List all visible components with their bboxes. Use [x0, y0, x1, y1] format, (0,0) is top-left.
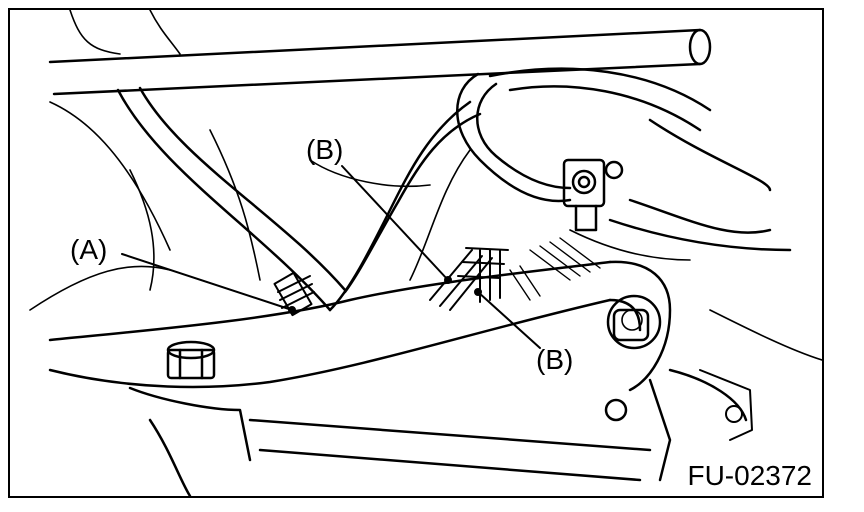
- frame-member: [48, 260, 748, 496]
- hose-clamp-a: [273, 271, 315, 317]
- pivot-bolt: [604, 294, 662, 422]
- top-pipe: [48, 28, 712, 96]
- side-bracket: [699, 369, 753, 441]
- fuel-hose: [116, 86, 482, 312]
- technical-illustration: (A) (B) (B) FU-02372: [8, 8, 824, 498]
- callout-b-lower: (B): [536, 344, 574, 375]
- figure-id: FU-02372: [685, 460, 814, 491]
- pipe-clamp: [562, 158, 624, 232]
- callout-b-upper: (B): [306, 134, 344, 165]
- shading-lines: [509, 237, 601, 301]
- line-drawing: [29, 10, 822, 496]
- callout-a: (A): [70, 234, 108, 265]
- hose-clamp-b-bundle: [429, 247, 509, 311]
- bolt-left: [166, 340, 216, 380]
- right-pipe: [456, 67, 792, 252]
- leader-lines: [121, 165, 541, 349]
- body-panel-lines: [29, 10, 822, 361]
